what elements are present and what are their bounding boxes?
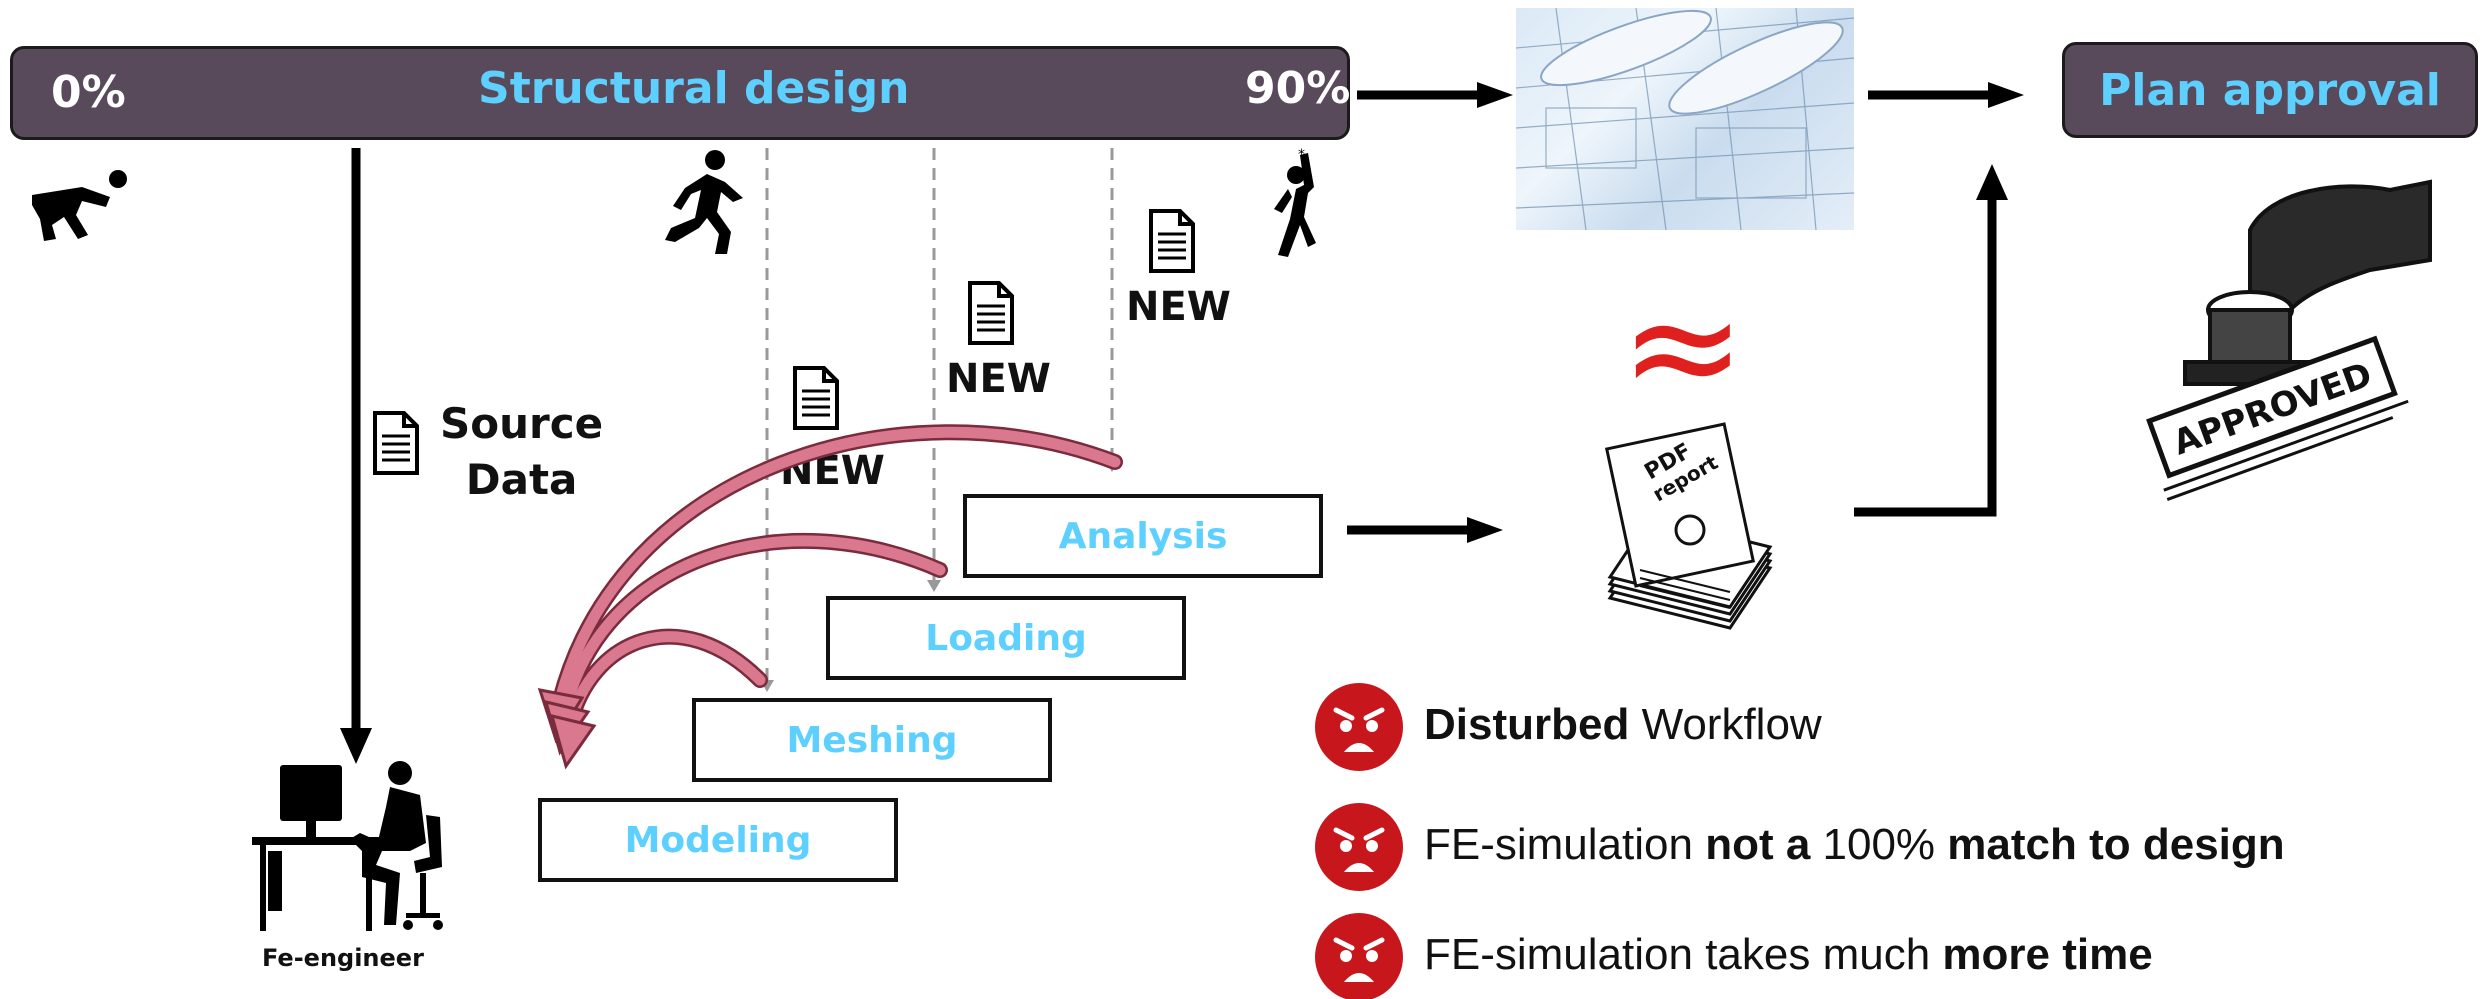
step-meshing: Meshing <box>692 698 1052 782</box>
step-analysis-label: Analysis <box>1058 515 1228 557</box>
step-loading: Loading <box>826 596 1186 680</box>
plan-approval-box: Plan approval <box>2062 42 2478 138</box>
step-loading-label: Loading <box>925 617 1087 659</box>
document-icon-source <box>373 411 419 475</box>
celebrating-person-icon: * <box>1274 147 1316 257</box>
end-percent: 90% <box>1245 63 1351 114</box>
step-modeling: Modeling <box>538 798 898 882</box>
bullet-2: FE-simulation not a 100% match to design <box>1424 820 2285 870</box>
desk-engineer-icon <box>252 761 443 931</box>
bullet-1-text: Workflow <box>1629 700 1822 749</box>
document-icon-new-1 <box>793 366 839 430</box>
new-label-3: NEW <box>1126 284 1231 330</box>
document-icon-new-2 <box>968 281 1014 345</box>
bullet-3-bold: more time <box>1942 930 2153 979</box>
source-line2: Data <box>465 455 578 504</box>
bullet-2-text-b: 100% <box>1810 820 1948 869</box>
document-icon-new-3 <box>1149 209 1195 273</box>
bullet-1-bold: Disturbed <box>1424 700 1630 749</box>
angry-face-icon-3 <box>1315 913 1403 999</box>
running-person-icon <box>665 150 743 254</box>
design-bar-title: Structural design <box>478 63 910 114</box>
blueprint-image <box>1516 8 1854 230</box>
source-data-arrow <box>340 148 372 764</box>
bullet-2-bold-a: not a <box>1705 820 1811 869</box>
new-label-2: NEW <box>946 356 1051 402</box>
pdf-report-stack-icon: PDF report <box>1604 422 1773 630</box>
step-meshing-label: Meshing <box>786 719 958 761</box>
angry-face-icon-1 <box>1315 683 1403 771</box>
engineer-label: Fe-engineer <box>262 944 424 972</box>
step-analysis: Analysis <box>963 494 1323 578</box>
source-line1: Source <box>440 399 604 448</box>
bullet-3-text: FE-simulation takes much <box>1424 930 1943 979</box>
blueprint-to-approval-arrow <box>1868 82 2024 108</box>
report-to-approval-arrow <box>1854 164 2008 517</box>
bullet-2-bold-b: match to design <box>1947 820 2285 869</box>
step-modeling-label: Modeling <box>624 819 812 861</box>
approved-stamp-icon: APPROVED <box>2146 179 2432 501</box>
plan-approval-label: Plan approval <box>2099 64 2441 116</box>
bullet-3: FE-simulation takes much more time <box>1424 930 2153 980</box>
angry-face-icon-2 <box>1315 803 1403 891</box>
source-data-label: Source Data <box>440 396 603 508</box>
analysis-to-report-arrow <box>1347 517 1503 543</box>
bar-to-blueprint-arrow <box>1357 82 1513 108</box>
bullet-2-text-a: FE-simulation <box>1424 820 1706 869</box>
crouching-runner-icon <box>32 170 127 241</box>
start-percent: 0% <box>51 67 126 118</box>
approx-symbol: ≈ <box>1620 260 1746 434</box>
structural-design-bar: 0% Structural design 90% <box>10 46 1350 140</box>
bullet-1: Disturbed Workflow <box>1424 700 1822 750</box>
